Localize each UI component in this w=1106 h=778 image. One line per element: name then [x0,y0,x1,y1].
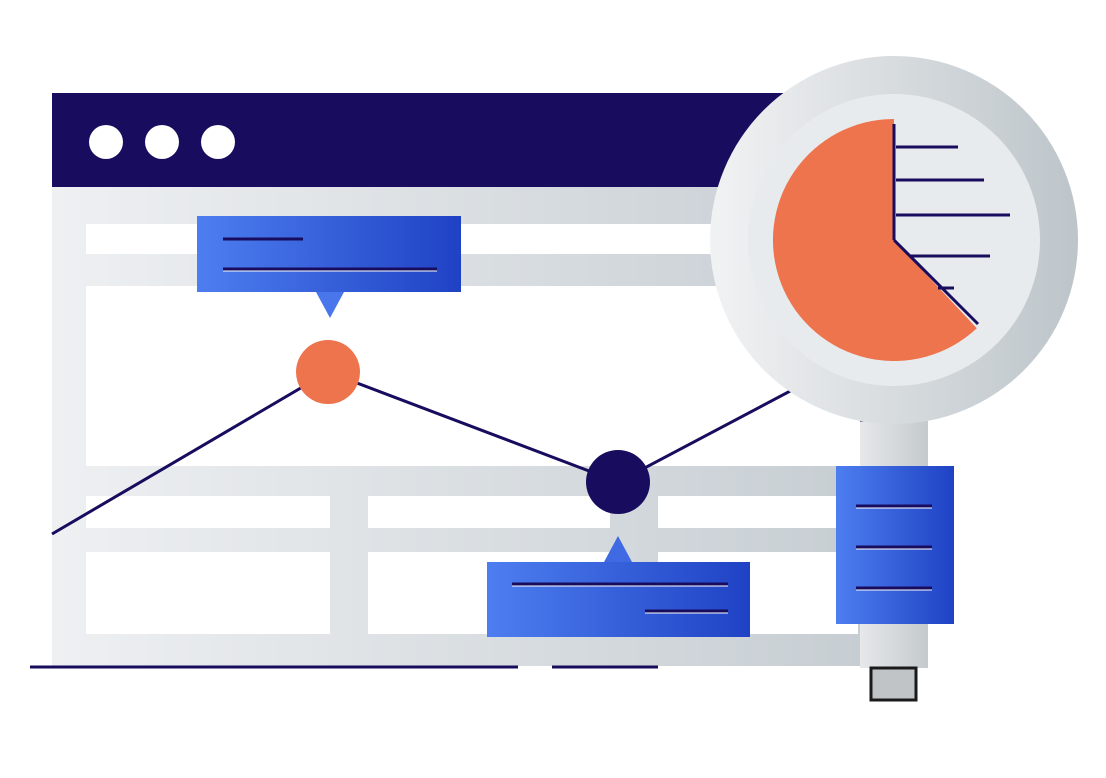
data-point-selected [586,450,650,514]
tooltip-pointer [604,536,632,562]
line-chart [51,340,831,536]
tooltip-bottom [487,536,750,637]
data-point-highlighted [296,340,360,404]
pie-legend-lines [896,145,1010,290]
pie-axis-line [892,238,980,326]
tooltip-pointer [316,292,344,318]
tooltip-top [197,216,461,318]
content-panel-row [86,552,330,634]
tooltip-box [487,562,750,637]
content-panel-row [368,496,610,528]
info-card-box [836,466,954,624]
window-dot-icon [145,125,179,159]
handle-cap [869,666,918,702]
pie-slice [772,118,977,361]
trend-line [51,368,831,536]
info-card [836,466,954,624]
content-panel-row [86,496,330,528]
magnifying-glass-icon [710,56,1078,702]
window-dot-icon [201,125,235,159]
content-panel-row [658,496,858,528]
info-card-lines [856,504,932,591]
tooltip-box [197,216,461,292]
window-dot-icon [89,125,123,159]
